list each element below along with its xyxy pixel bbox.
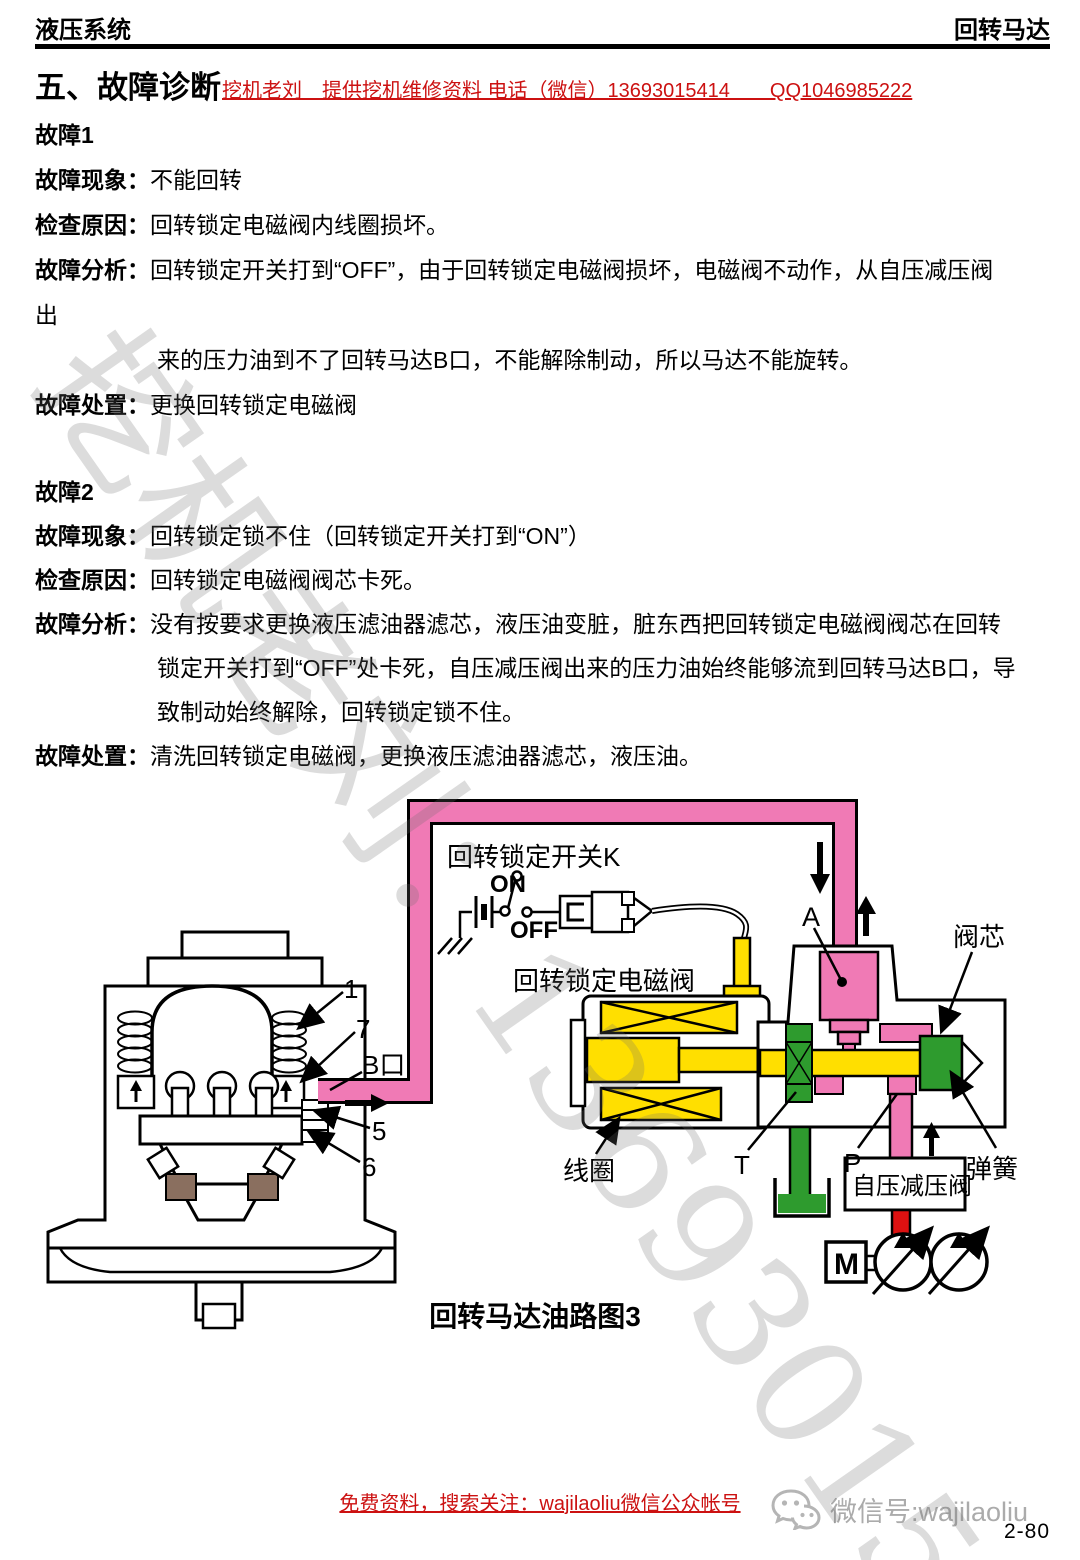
fault2-analysis: 故障分析：没有按要求更换液压滤油器滤芯，液压油变脏，脏东西把回转锁定电磁阀阀芯在… xyxy=(35,605,1001,639)
p-up-arrow xyxy=(923,1122,940,1156)
header-left: 液压系统 xyxy=(35,17,131,44)
wechat-icon xyxy=(771,1489,821,1530)
pilot-motor-box xyxy=(824,1240,868,1284)
row-text: 回转锁定电磁阀阀芯卡死。 xyxy=(150,567,426,593)
hydraulic-circuit-diagram: 回转锁定开关K ON OFF 回转锁定电磁阀 A 阀芯 线圈 T P 弹簧 自压… xyxy=(46,799,1018,1332)
fault1-analysis-cont2: 来的压力油到不了回转马达B口，不能解除制动，所以马达不能旋转。 xyxy=(157,341,862,375)
contact-ad-link[interactable]: 挖机老刘 提供挖机维修资料 电话（微信）13693015414 QQ104698… xyxy=(222,80,913,102)
t-label: T xyxy=(734,1150,750,1180)
fault1-heading: 故障1 xyxy=(35,122,94,148)
callout-5: 5 xyxy=(372,1116,386,1146)
row-label: 故障分析： xyxy=(35,611,150,637)
t-drain-line xyxy=(773,1125,831,1218)
brake-arrow-icons xyxy=(130,1080,292,1102)
fault2-analysis-cont1: 锁定开关打到“OFF”处卡死，自压减压阀出来的压力油始终能够流到回转马达B口，导 xyxy=(157,649,1016,683)
row-label: 检查原因： xyxy=(35,567,150,593)
diagram-caption: 回转马达油路图3 xyxy=(429,1301,641,1332)
fault1-analysis: 故障分析：回转锁定开关打到“OFF”，由于回转锁定电磁阀损坏，电磁阀不动作，从自… xyxy=(35,251,993,285)
row-label: 故障现象： xyxy=(35,523,150,549)
row-text: 不能回转 xyxy=(150,167,242,193)
reducing-valve-label: 自压减压阀 xyxy=(852,1173,972,1200)
b-port-label: B口 xyxy=(362,1050,405,1080)
on-label: ON xyxy=(490,871,526,898)
row-label: 故障处置： xyxy=(35,392,150,418)
coil-label: 线圈 xyxy=(563,1156,615,1186)
row-text: 回转锁定开关打到“OFF”，由于回转锁定电磁阀损坏，电磁阀不动作，从自压减压阀 xyxy=(150,257,994,283)
motor-pistons xyxy=(164,1070,280,1118)
row-text: 回转锁定电磁阀内线圈损坏。 xyxy=(150,212,449,238)
row-text: 回转锁定锁不住（回转锁定开关打到“ON”） xyxy=(150,523,591,549)
flow-arrow-up xyxy=(856,896,876,936)
p-label: P xyxy=(844,1148,861,1178)
fault2-cause: 检查原因：回转锁定电磁阀阀芯卡死。 xyxy=(35,561,426,595)
switch-label: 回转锁定开关K xyxy=(447,842,621,872)
row-label: 故障分析： xyxy=(35,257,150,283)
footer-wechat: 微信号:wajilaoliu xyxy=(770,1488,1028,1530)
row-text: 没有按要求更换液压滤油器滤芯，液压油变脏，脏东西把回转锁定电磁阀阀芯在回转 xyxy=(150,611,1001,637)
wechat-id-text: 微信号:wajilaoliu xyxy=(830,1496,1029,1527)
row-text: 更换回转锁定电磁阀 xyxy=(150,392,357,418)
flow-arrow-down xyxy=(810,842,830,894)
reducing-valve-box xyxy=(843,1156,967,1212)
pink-hydraulic-pipe xyxy=(318,799,858,1104)
motor-m-label: M xyxy=(834,1248,859,1281)
callout-1: 1 xyxy=(344,974,358,1004)
coil-winding-bottom xyxy=(599,1086,723,1122)
row-text: 锁定开关打到“OFF”处卡死，自压减压阀出来的压力油始终能够流到回转马达B口，导 xyxy=(157,655,1016,681)
brake-spring-left xyxy=(117,1010,153,1074)
row-label: 故障现象： xyxy=(35,167,150,193)
flow-arrow-right xyxy=(345,1094,389,1112)
spool-label: 阀芯 xyxy=(953,922,1005,952)
fault2-symptom: 故障现象：回转锁定锁不住（回转锁定开关打到“ON”） xyxy=(35,517,591,551)
callout-6: 6 xyxy=(362,1152,376,1182)
leader-lines xyxy=(296,927,998,1164)
p-supply-line xyxy=(843,1092,967,1250)
row-label: 故障处置： xyxy=(35,743,150,769)
row-text: 致制动始终解除，回转锁定锁不住。 xyxy=(157,699,525,725)
callout-7: 7 xyxy=(356,1014,370,1044)
fault1-cause: 检查原因：回转锁定电磁阀内线圈损坏。 xyxy=(35,206,449,240)
swing-motor-cross-section xyxy=(46,930,397,1330)
coil-winding-top xyxy=(599,1000,739,1035)
row-text: 出 xyxy=(35,302,58,328)
section-title: 五、故障诊断 xyxy=(35,70,221,105)
row-label: 检查原因： xyxy=(35,212,150,238)
pump-symbols xyxy=(824,1225,990,1295)
fault2-remedy: 故障处置：清洗回转锁定电磁阀，更换液压滤油器滤芯，液压油。 xyxy=(35,737,702,771)
fault2-heading: 故障2 xyxy=(35,479,94,505)
page-header: 液压系统 回转马达 xyxy=(35,8,1050,49)
swing-lock-switch-circuit xyxy=(437,870,750,955)
off-label: OFF xyxy=(510,917,558,944)
page-number: 2-80 xyxy=(1003,1520,1050,1543)
fault2-analysis-cont2: 致制动始终解除，回转锁定锁不住。 xyxy=(157,693,525,727)
row-text: 清洗回转锁定电磁阀，更换液压滤油器滤芯，液压油。 xyxy=(150,743,702,769)
solenoid-label: 回转锁定电磁阀 xyxy=(513,966,695,996)
port-a-label: A xyxy=(802,902,820,932)
fault1-remedy: 故障处置：更换回转锁定电磁阀 xyxy=(35,386,357,420)
spring-label: 弹簧 xyxy=(966,1154,1018,1184)
fault1-analysis-cont1: 出 xyxy=(35,296,58,330)
header-right: 回转马达 xyxy=(954,17,1050,44)
row-text: 来的压力油到不了回转马达B口，不能解除制动，所以马达不能旋转。 xyxy=(157,347,863,373)
fault1-symptom: 故障现象：不能回转 xyxy=(35,161,242,195)
footer-ad-link[interactable]: 免费资料，搜索关注：wajilaoliu微信公众帐号 xyxy=(339,1493,741,1515)
a-port xyxy=(818,950,880,1057)
